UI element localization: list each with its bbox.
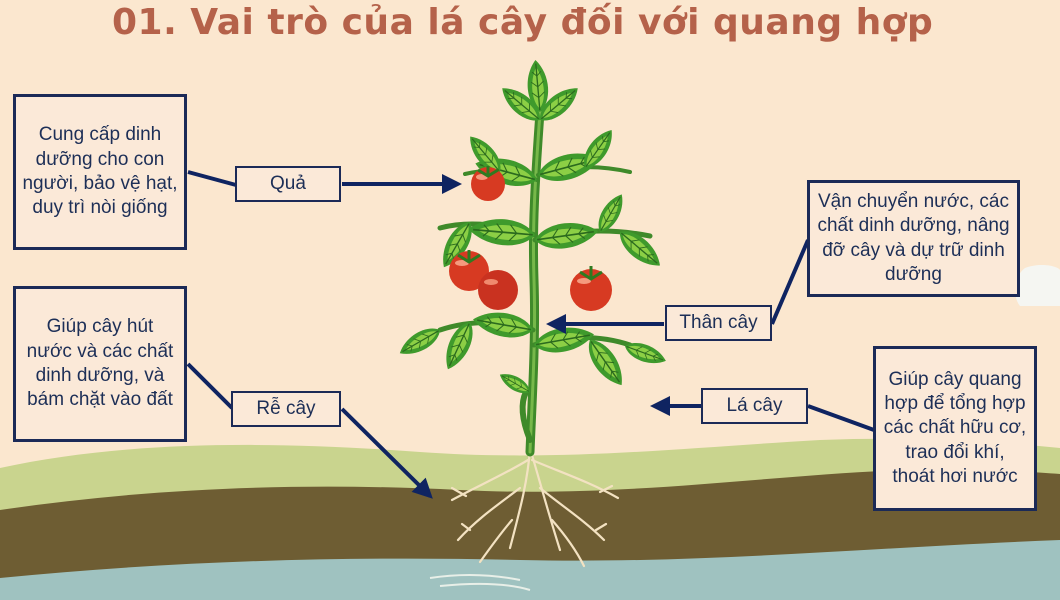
roots — [450, 446, 620, 568]
root-description-box: Giúp cây hút nước và các chất dinh dưỡng… — [13, 286, 187, 442]
fruit-description-box: Cung cấp dinh dưỡng cho con người, bảo v… — [13, 94, 187, 250]
connector-fruit-desc — [187, 170, 237, 187]
connector-root-desc — [186, 362, 234, 410]
tomatoes — [449, 166, 612, 311]
connector-stem-desc — [770, 239, 810, 325]
stem-description-box: Vận chuyển nước, các chất dinh dưỡng, nâ… — [807, 180, 1020, 297]
arrow-root — [340, 407, 433, 499]
water-layer — [0, 540, 1060, 600]
connector-leaf-desc — [807, 404, 875, 432]
leaf-description-box: Giúp cây quang hợp để tổng hợp các chất … — [873, 346, 1037, 511]
connectors — [186, 170, 875, 499]
stem-label: Thân cây — [665, 305, 772, 341]
slide-title: 01. Vai trò của lá cây đối với quang hợp — [112, 2, 934, 43]
fruit-label: Quả — [235, 166, 341, 202]
leaf-label: Lá cây — [701, 388, 808, 424]
root-label: Rễ cây — [231, 391, 341, 427]
